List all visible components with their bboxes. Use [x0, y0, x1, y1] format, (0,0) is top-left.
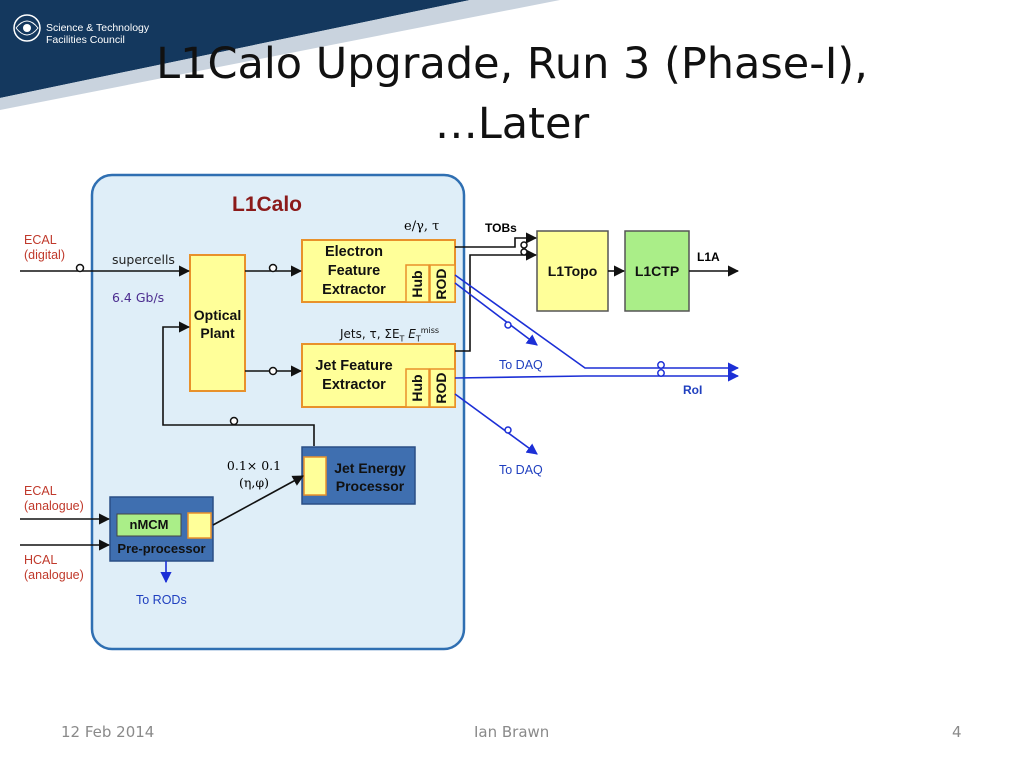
l1ctp-box: [624, 230, 690, 312]
jfex-hub-label: Hub: [409, 374, 425, 402]
title-line-2: …Later: [434, 99, 590, 149]
hcal-analogue-label: HCAL(analogue): [24, 553, 84, 582]
jfex-rod-label: ROD: [433, 372, 449, 404]
logo-text-line2: Facilities Council: [46, 34, 125, 46]
footer-author: Ian Brawn: [474, 723, 550, 741]
granularity-label: 0.1× 0.1(η,φ): [226, 458, 282, 490]
rate-label: 6.4 Gb/s: [112, 290, 165, 305]
preprocessor-label: Pre-processor: [117, 541, 206, 556]
to-daq-label-1: To DAQ: [499, 358, 543, 372]
jfex-hub-box: [405, 368, 430, 408]
l1topo-box: [536, 230, 609, 312]
l1a-label: L1A: [697, 250, 720, 264]
roi-label: RoI: [683, 383, 703, 397]
efex-rod-label: ROD: [433, 268, 449, 300]
nmcm-label: nMCM: [129, 517, 169, 532]
to-rods-label: To RODs: [136, 593, 187, 607]
ecal-digital-label: ECAL(digital): [24, 233, 65, 262]
preprocessor-out-box: [187, 512, 212, 539]
footer-date: 12 Feb 2014: [61, 723, 155, 741]
to-daq-label-2: To DAQ: [499, 463, 543, 477]
slide-title: L1Calo Upgrade, Run 3 (Phase-I), …Later: [0, 34, 1024, 154]
header-band-graphic: [0, 0, 560, 110]
header-band: [0, 0, 1024, 110]
jep-input-box: [303, 456, 327, 496]
efex-hub-label: Hub: [409, 270, 425, 298]
jets-label: Jets, τ, ΣET ETmiss: [340, 326, 440, 344]
title-line-1: L1Calo Upgrade, Run 3 (Phase-I),: [156, 39, 868, 89]
supercells-label: supercells: [112, 252, 175, 267]
efex-rod-box: [429, 264, 456, 303]
efex-hub-box: [405, 264, 430, 303]
footer-page-number: 4: [952, 723, 962, 741]
tobs-label: TOBs: [485, 221, 517, 235]
l1calo-label: L1Calo: [232, 193, 303, 216]
l1topo-label: L1Topo: [547, 263, 598, 279]
l1ctp-label: L1CTP: [634, 263, 680, 279]
egamma-tau-label: e/γ, τ: [404, 219, 440, 234]
logo-text-line1: Science & Technology: [46, 22, 150, 34]
ecal-analogue-label: ECAL(analogue): [24, 484, 84, 513]
nmcm-box: [116, 513, 182, 537]
jfex-rod-box: [429, 368, 456, 408]
